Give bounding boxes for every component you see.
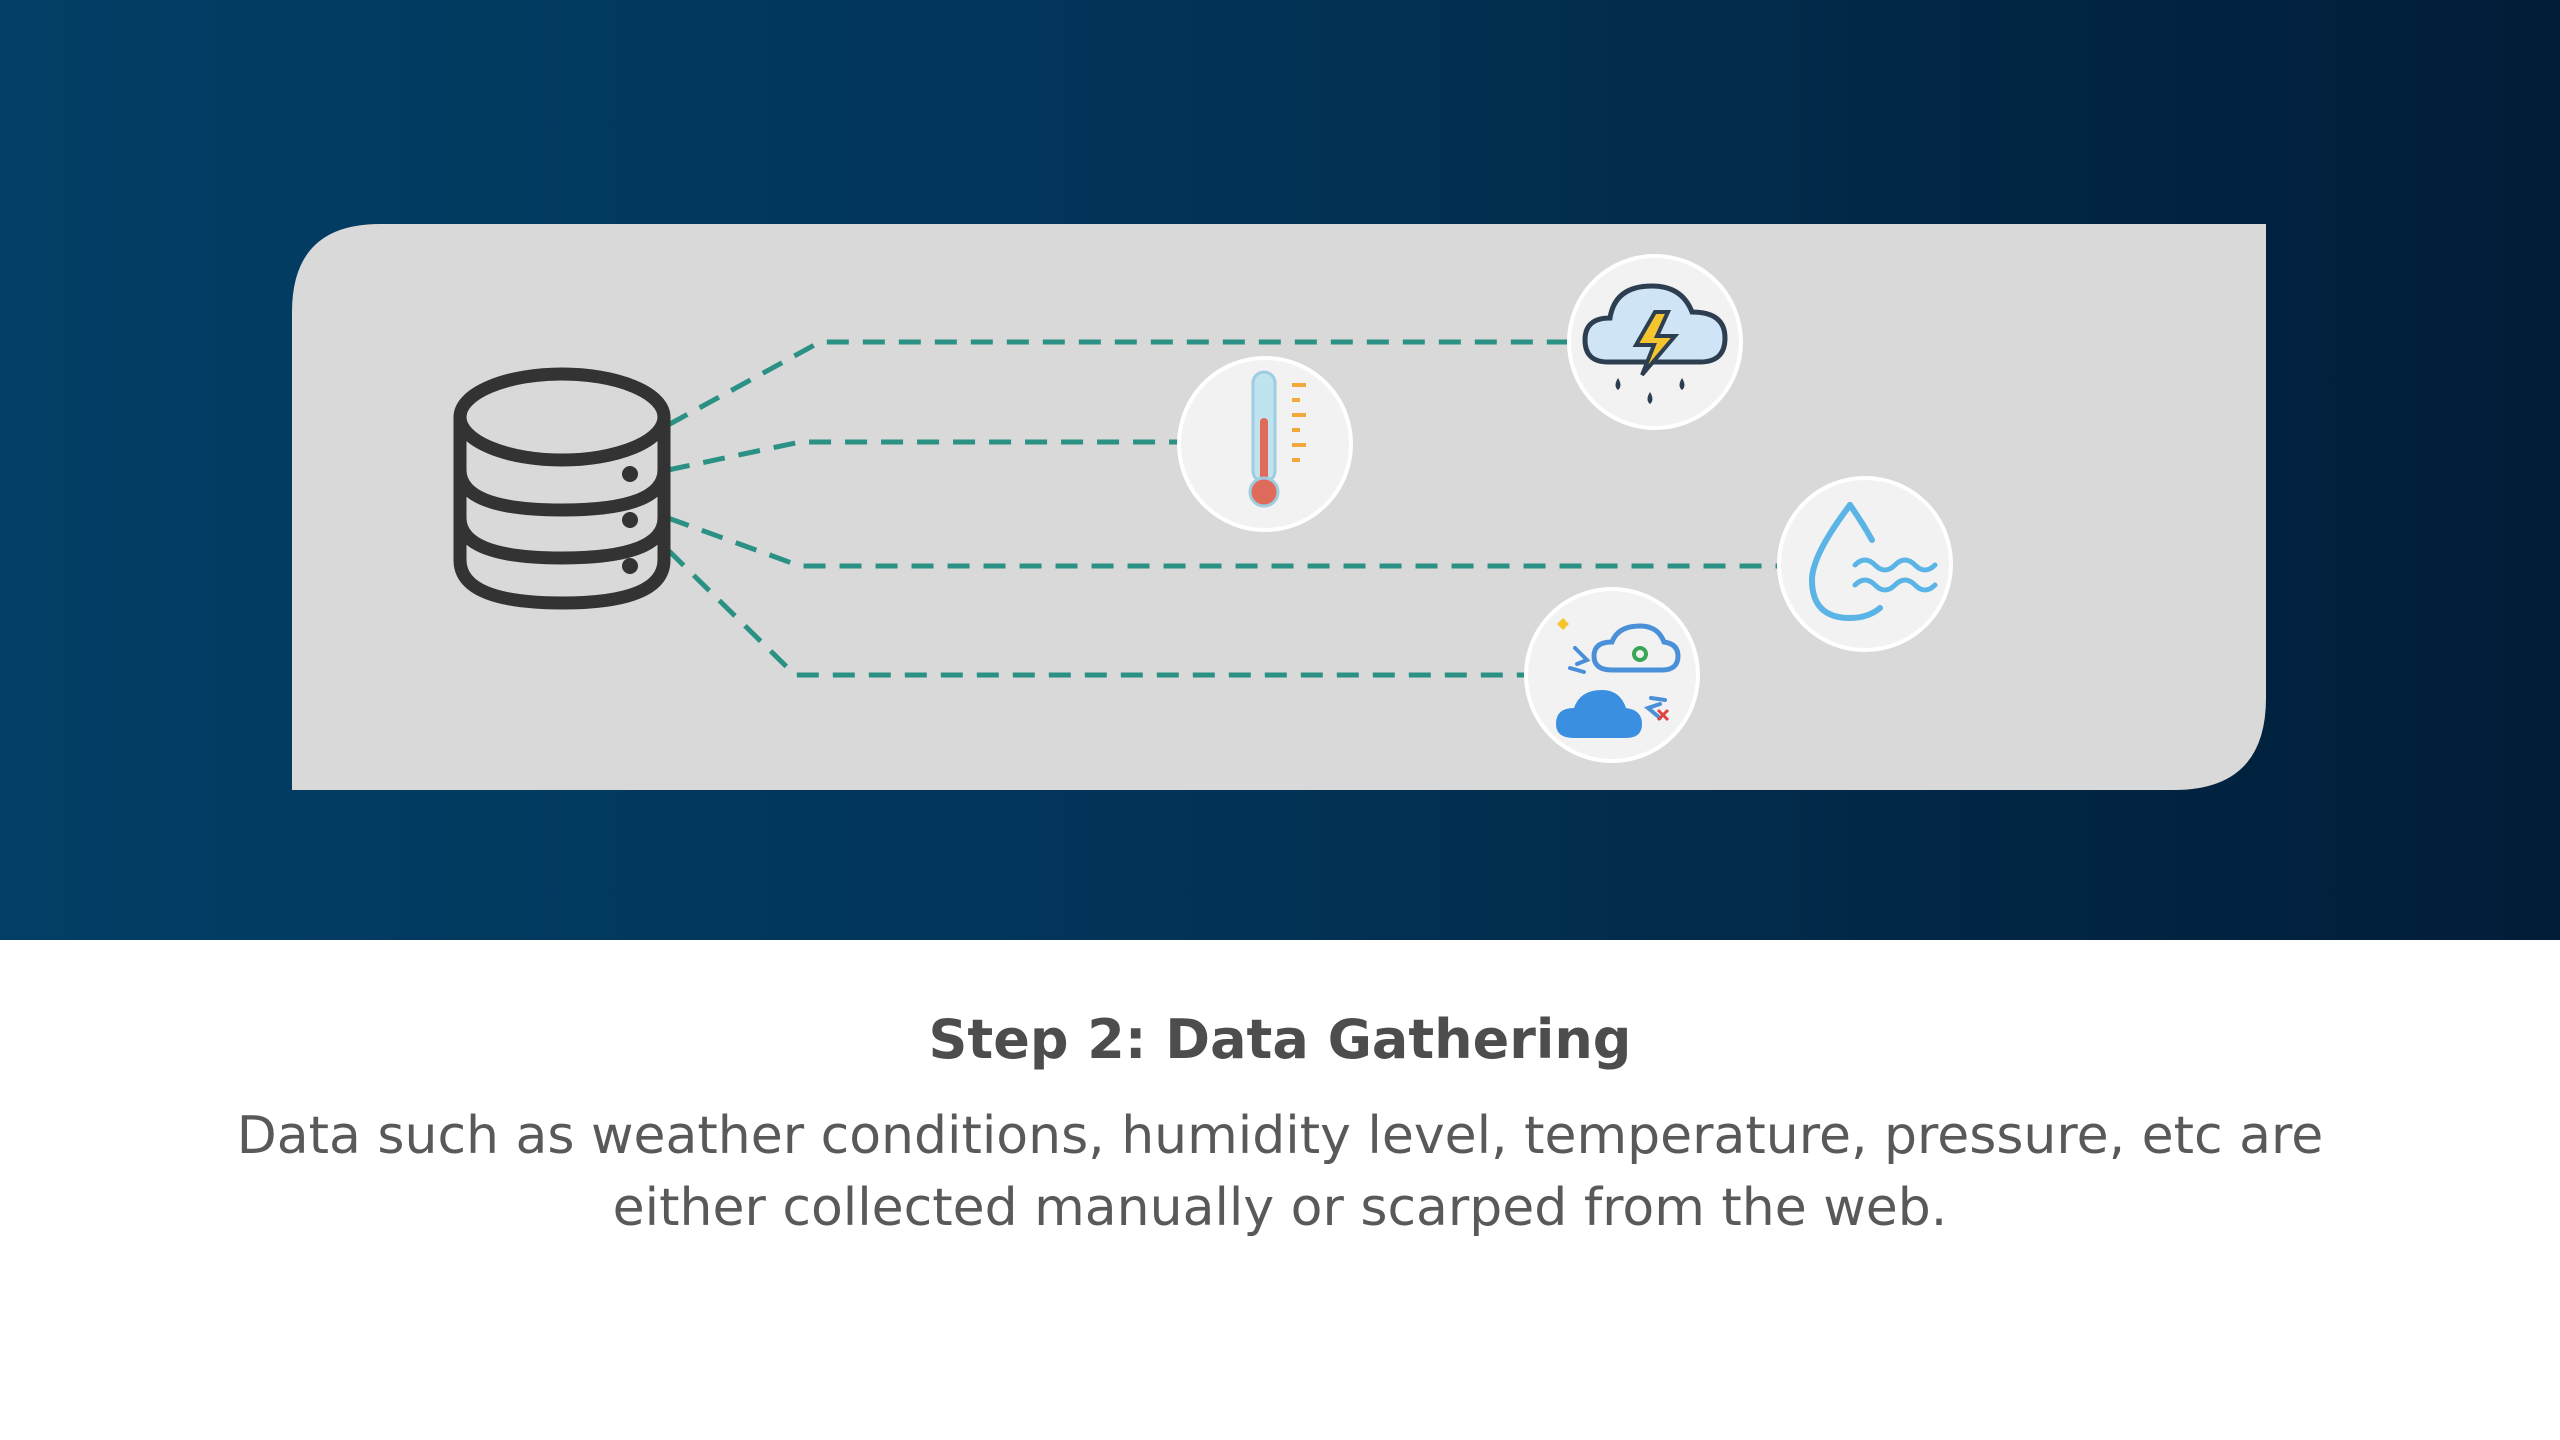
slide-description: Data such as weather conditions, humidit… <box>236 1106 2324 1238</box>
weather-conditions-icon <box>1524 587 1700 763</box>
thermometer-icon <box>1177 356 1353 532</box>
thunderstorm-icon <box>1567 254 1743 430</box>
database-icon <box>453 367 671 610</box>
connector-thunderstorm <box>666 339 1575 428</box>
slide-banner <box>0 0 2560 940</box>
humidity-icon <box>1777 476 1953 652</box>
connector-weather-conditions <box>666 548 1530 678</box>
data-gathering-diagram <box>292 224 2266 790</box>
slide-title: Step 2: Data Gathering <box>928 1008 1632 1071</box>
connector-humidity <box>667 515 1780 569</box>
connector-thermometer <box>667 439 1180 473</box>
